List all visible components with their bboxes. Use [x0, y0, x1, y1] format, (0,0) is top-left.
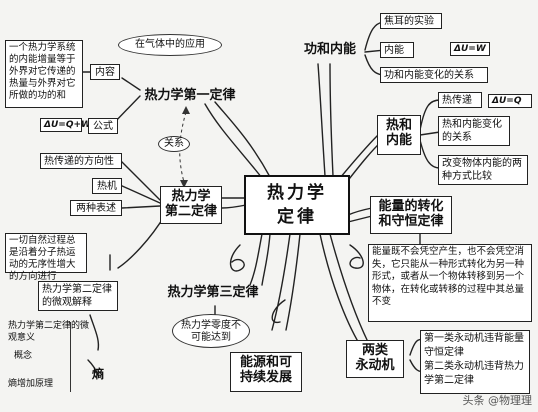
formula-label: 公式: [88, 118, 118, 134]
perpetual-item-first: 第一类永动机违背能量守恒定律: [424, 333, 524, 358]
gas-application-text: 在气体中的应用: [135, 39, 205, 50]
center-node: 热力学 定律: [244, 175, 350, 235]
conservation-line1: 能量的转化: [378, 199, 444, 214]
energy-dev-line1: 能源和可: [239, 355, 292, 370]
entropy-label: 熵: [92, 367, 105, 381]
energy-sustainability-title: 能源和可 持续发展: [230, 352, 302, 392]
first-law-formula: ΔU=Q+W: [40, 118, 91, 132]
heat-item-relation: 热和内能变化的关系: [438, 116, 510, 146]
work-item-joule: 焦耳的实验: [380, 13, 442, 29]
second-law-line2: 第二定律: [164, 204, 217, 219]
second-law-title: 热力学 第二定律: [160, 186, 222, 224]
second-law-item-two-statements: 两种表述: [70, 200, 122, 216]
heat-item-transfer: 热传递: [438, 92, 482, 108]
work-energy-title: 功和内能: [303, 42, 356, 57]
branch-conservation: [347, 207, 373, 216]
branch-heat: [339, 134, 379, 179]
branch-energy-dev: [271, 233, 291, 331]
heat-formula: ΔU=Q: [488, 94, 532, 108]
conservation-title: 能量的转化 和守恒定律: [370, 196, 452, 234]
second-law-line1: 热力学: [171, 189, 211, 204]
center-line2: 定律: [277, 207, 317, 227]
watermark: 头条 @物理理: [462, 394, 533, 407]
branch-first-law: [214, 101, 271, 178]
branch-work: [317, 63, 326, 177]
heat-title-line1: 热和: [385, 118, 412, 133]
second-law-item-heat-engine: 热机: [92, 178, 122, 194]
work-item-relation: 功和内能变化的关系: [380, 67, 488, 83]
first-law-content-text: 一个热力学系统的内能增量等于外界对它传递的热量与外界对它所做的功的和: [5, 40, 83, 108]
heat-item-comparison: 改变物体内能的两种方式比较: [438, 155, 528, 185]
perpetual-item-second: 第二类永动机违背热力学第二定律: [424, 361, 524, 386]
relation-text: 关系: [164, 138, 184, 149]
work-item-internal-energy: 内能: [380, 42, 414, 58]
relation-bubble: 关系: [158, 136, 190, 152]
work-formula: ΔU=W: [450, 42, 490, 56]
branch-perpetual: [319, 233, 361, 346]
center-line1: 热力学: [267, 183, 327, 203]
perpetual-items: 第一类永动机违背能量守恒定律 第二类永动机违背热力学第二定律: [420, 330, 530, 394]
entropy-meaning: 热力学第二定律的微观意义: [8, 321, 90, 343]
energy-dev-line2: 持续发展: [239, 370, 292, 385]
second-law-item-direction: 热传递的方向性: [40, 153, 122, 169]
perpetual-line2: 永动机: [355, 358, 395, 373]
first-law-title: 热力学第一定律: [144, 88, 236, 103]
second-law-micro-label: 热力学第二定律的微观解释: [38, 281, 118, 311]
third-law-title: 热力学第三定律: [167, 285, 259, 300]
third-law-oval: 热力学零度不可能达到: [172, 314, 250, 348]
branch-third-law: [249, 233, 263, 286]
conservation-text: 能量既不会凭空产生，也不会凭空消失，它只能从一种形式转化为另一种形式，或者从一个…: [368, 244, 532, 322]
conservation-line2: 和守恒定律: [378, 214, 444, 229]
heat-title-line2: 内能: [385, 133, 412, 148]
perpetual-title: 两类 永动机: [346, 340, 404, 378]
perpetual-line1: 两类: [361, 343, 388, 358]
gas-application-bubble: 在气体中的应用: [118, 34, 222, 56]
entropy-increase-principle: 熵增加原理: [8, 379, 54, 389]
second-law-process-text: 一切自然过程总是沿着分子热运动的无序性增大的方向进行: [5, 233, 87, 282]
entropy-concept: 概念: [14, 351, 33, 361]
third-law-oval-text: 热力学零度不可能达到: [181, 320, 241, 343]
entropy-bracket: [70, 322, 71, 392]
heat-energy-title: 热和 内能: [377, 115, 421, 155]
content-label: 内容: [90, 64, 120, 80]
